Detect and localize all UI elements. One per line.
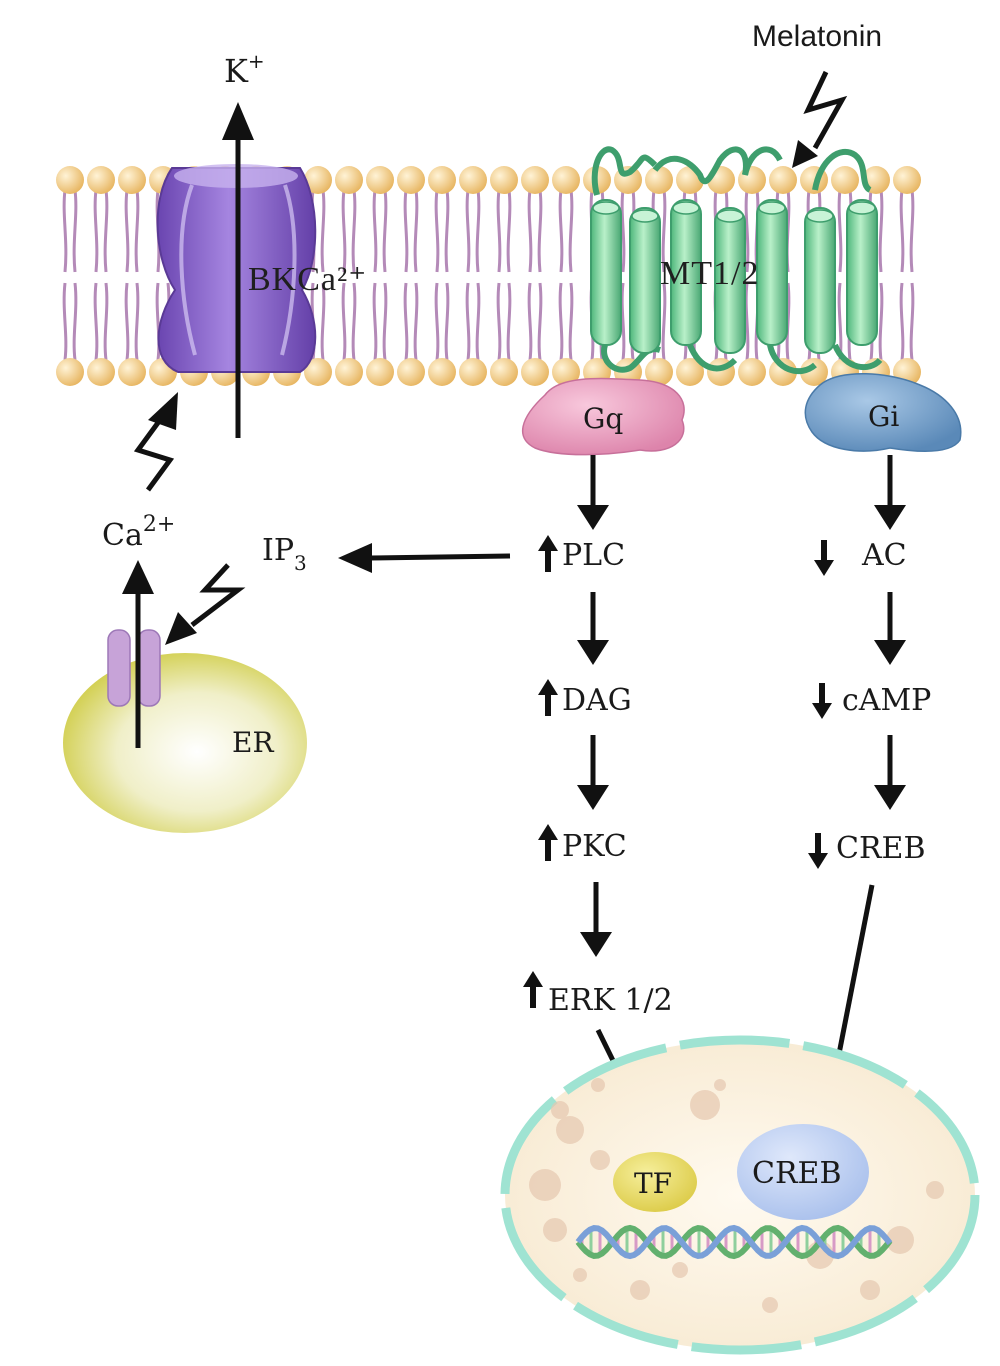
potassium-efflux-arrow (222, 102, 254, 438)
gq-protein: Gq (521, 377, 685, 456)
potassium-superscript: + (248, 49, 265, 73)
endoplasmic-reticulum: ER (63, 653, 307, 833)
down-arrow-icon (808, 833, 828, 869)
nucleus: TF CREB (500, 1035, 980, 1355)
bkca-label: BKCa²⁺ (248, 261, 367, 298)
gi-label: Gi (868, 400, 899, 433)
calcium-signal-lightning-bolt-icon (133, 392, 178, 492)
ip3-subscript: 3 (294, 551, 307, 575)
mt-receptor: MT1/2 (590, 146, 883, 375)
down-arrow-icon (812, 683, 832, 719)
melatonin-label: Melatonin (752, 20, 882, 53)
er-label: ER (232, 726, 274, 759)
erk-label: ERK 1/2 (548, 983, 673, 1018)
up-arrow-icon (538, 824, 558, 861)
tf-label: TF (634, 1167, 672, 1200)
receptor-label: MT1/2 (660, 255, 759, 292)
svg-text:Ca2+: Ca2+ (102, 512, 175, 553)
plc-label: PLC (562, 538, 625, 573)
pkc-label: PKC (562, 829, 627, 864)
ac-label: AC (861, 538, 907, 573)
up-arrow-icon (538, 679, 558, 716)
gq-label: Gq (583, 402, 623, 435)
melatonin-signal-lightning-bolt-icon (792, 70, 848, 168)
calcium-superscript: 2+ (143, 512, 175, 537)
potassium-label: K (224, 52, 249, 90)
down-arrow-icon (814, 540, 834, 576)
calcium-label: Ca (102, 518, 143, 553)
nucleus-creb-label: CREB (752, 1156, 842, 1191)
bkca-channel: BKCa²⁺ (156, 164, 367, 373)
ip3-receptor-channel (107, 629, 161, 707)
dna-helix (575, 1224, 893, 1260)
up-arrow-icon (538, 535, 558, 572)
gi-pathway: AC cAMP CREB (808, 455, 931, 1130)
svg-text:IP3: IP3 (262, 533, 307, 575)
calcium-release-arrow (122, 560, 154, 748)
ip3-signal-lightning-bolt-icon (165, 563, 246, 645)
ip3-label: IP (262, 533, 294, 568)
up-arrow-icon (523, 971, 543, 1008)
creb-label: CREB (836, 831, 926, 866)
plc-to-ip3-arrow (338, 543, 511, 573)
svg-text:K+: K+ (224, 49, 265, 90)
camp-label: cAMP (842, 683, 931, 718)
dag-label: DAG (562, 683, 632, 718)
gi-protein: Gi (804, 372, 962, 452)
